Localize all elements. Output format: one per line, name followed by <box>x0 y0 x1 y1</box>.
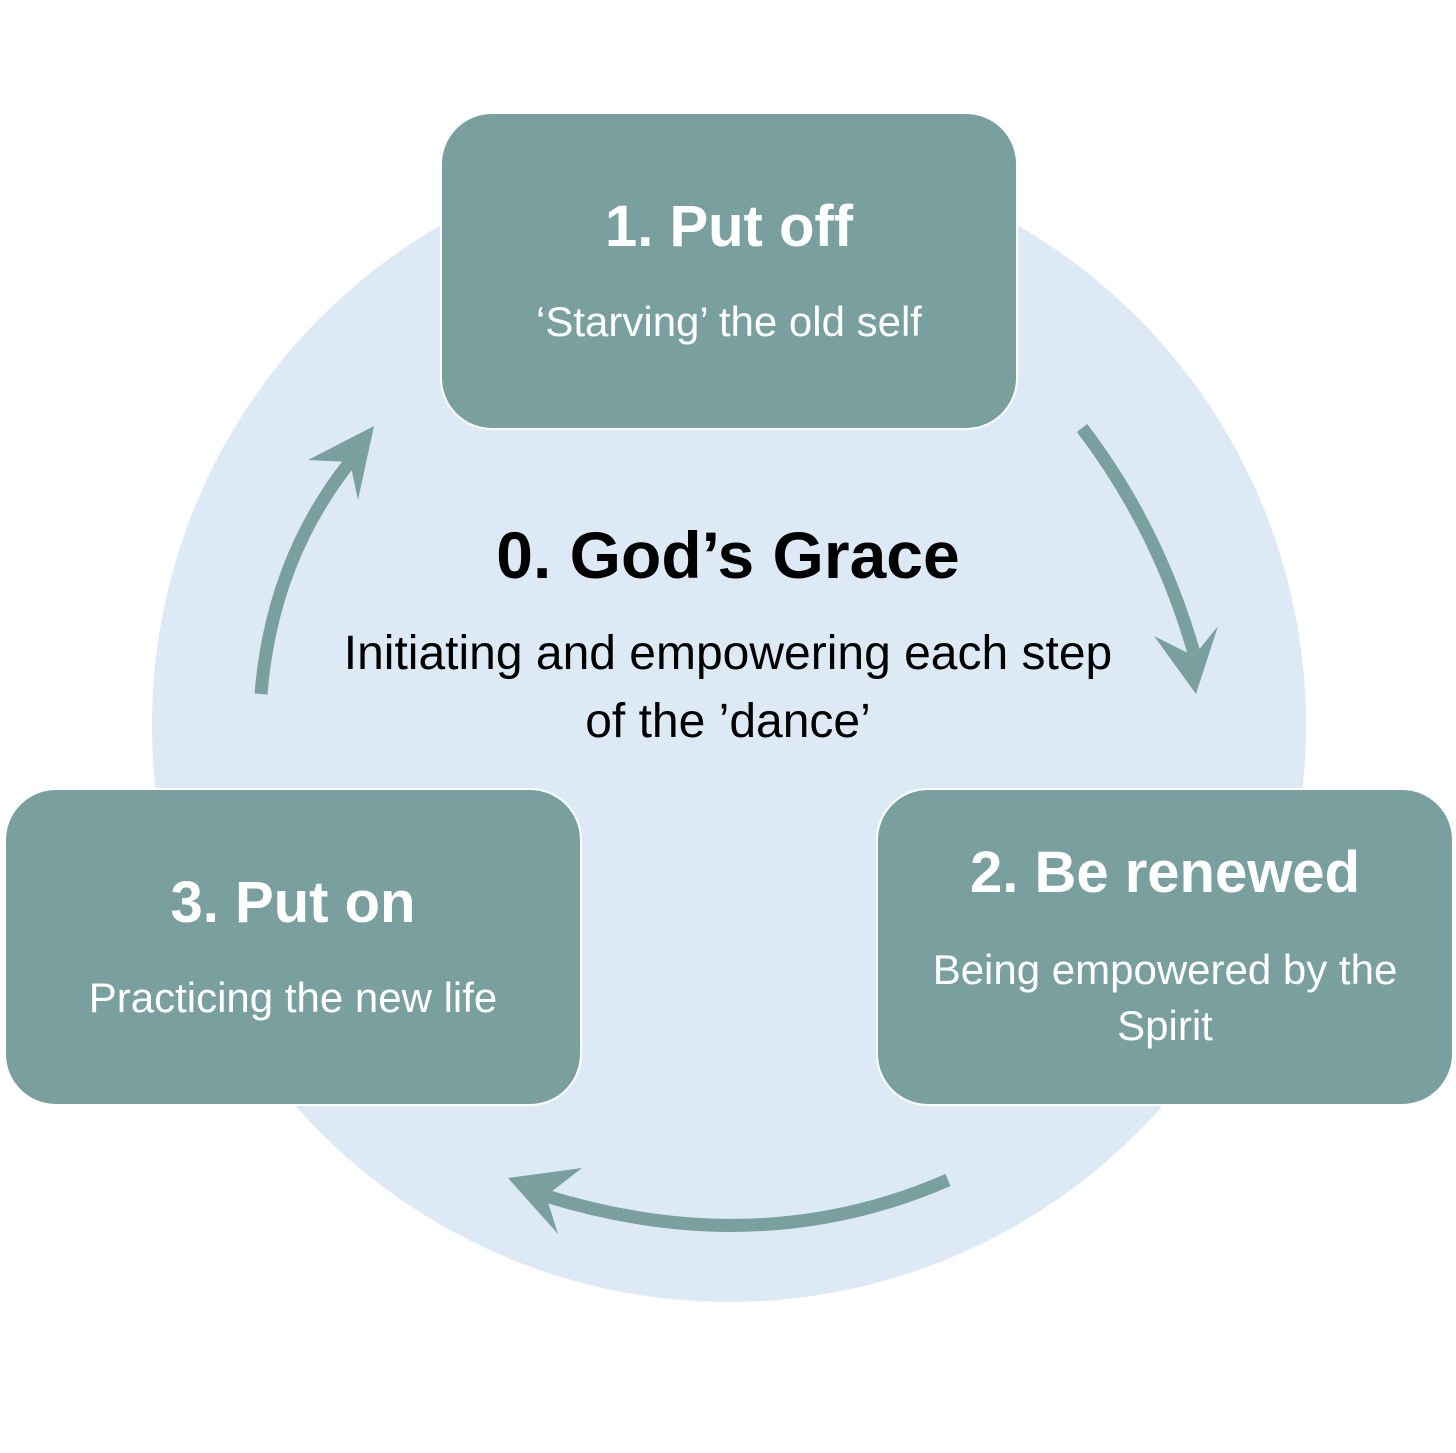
step-1-description: ‘Starving’ the old self <box>536 298 922 345</box>
step-3-description: Practicing the new life <box>88 974 498 1021</box>
step-3-title: 3. Put on <box>170 870 416 935</box>
step-3-box: 3. Put on Practicing the new life <box>4 788 582 1106</box>
step-2-description: Being empowered by the Spirit <box>932 946 1398 1049</box>
arrowhead-1-to-2 <box>1154 626 1218 694</box>
cycle-arrow-3-to-1 <box>254 457 356 695</box>
cycle-arrow-2-to-3 <box>544 1174 951 1232</box>
step-2-title: 2. Be renewed <box>969 840 1361 905</box>
center-description: Initiating and empowering each step of t… <box>343 627 1113 748</box>
arrowhead-2-to-3 <box>508 1168 582 1234</box>
step-1-box: 1. Put off ‘Starving’ the old self <box>440 112 1018 430</box>
cycle-arrow-1-to-2 <box>1076 424 1203 662</box>
step-2-box: 2. Be renewed Being empowered by the Spi… <box>876 788 1454 1106</box>
arrowhead-3-to-1 <box>308 426 374 500</box>
center-title: 0. God’s Grace <box>496 518 960 592</box>
step-1-title: 1. Put off <box>604 194 854 259</box>
